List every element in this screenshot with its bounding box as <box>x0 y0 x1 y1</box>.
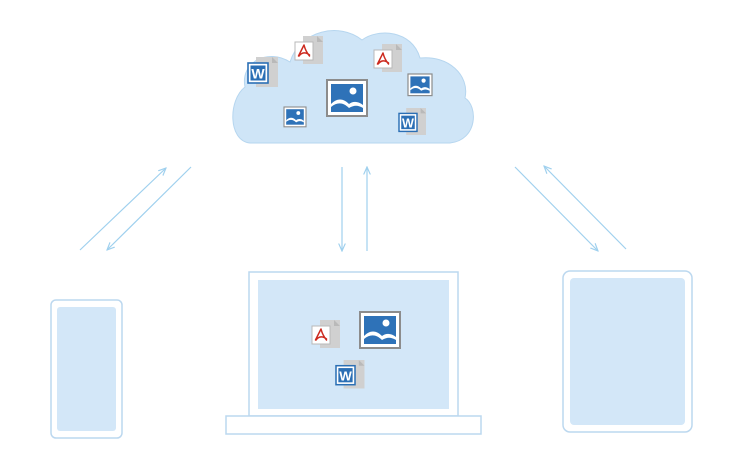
laptop-screen <box>258 280 449 409</box>
pdf-document-icon <box>294 35 324 65</box>
image-file-icon <box>407 73 433 97</box>
tablet <box>562 270 693 433</box>
phone-screen <box>57 307 116 431</box>
image-file-icon <box>326 79 368 117</box>
arrow-up <box>79 168 166 251</box>
arrow-up <box>544 166 627 250</box>
image-file-icon <box>359 311 401 349</box>
sync-arrows-laptop <box>342 167 367 251</box>
laptop <box>225 271 482 435</box>
image-file-icon <box>283 106 307 128</box>
sync-arrows-phone <box>79 166 192 251</box>
arrow-down <box>514 166 598 251</box>
word-document-icon <box>247 56 279 88</box>
sync-arrows-tablet <box>514 166 627 251</box>
smartphone <box>50 299 123 439</box>
tablet-screen <box>570 278 685 425</box>
cloud-storage <box>232 30 474 144</box>
arrow-down <box>107 166 192 250</box>
laptop-base <box>225 415 482 435</box>
